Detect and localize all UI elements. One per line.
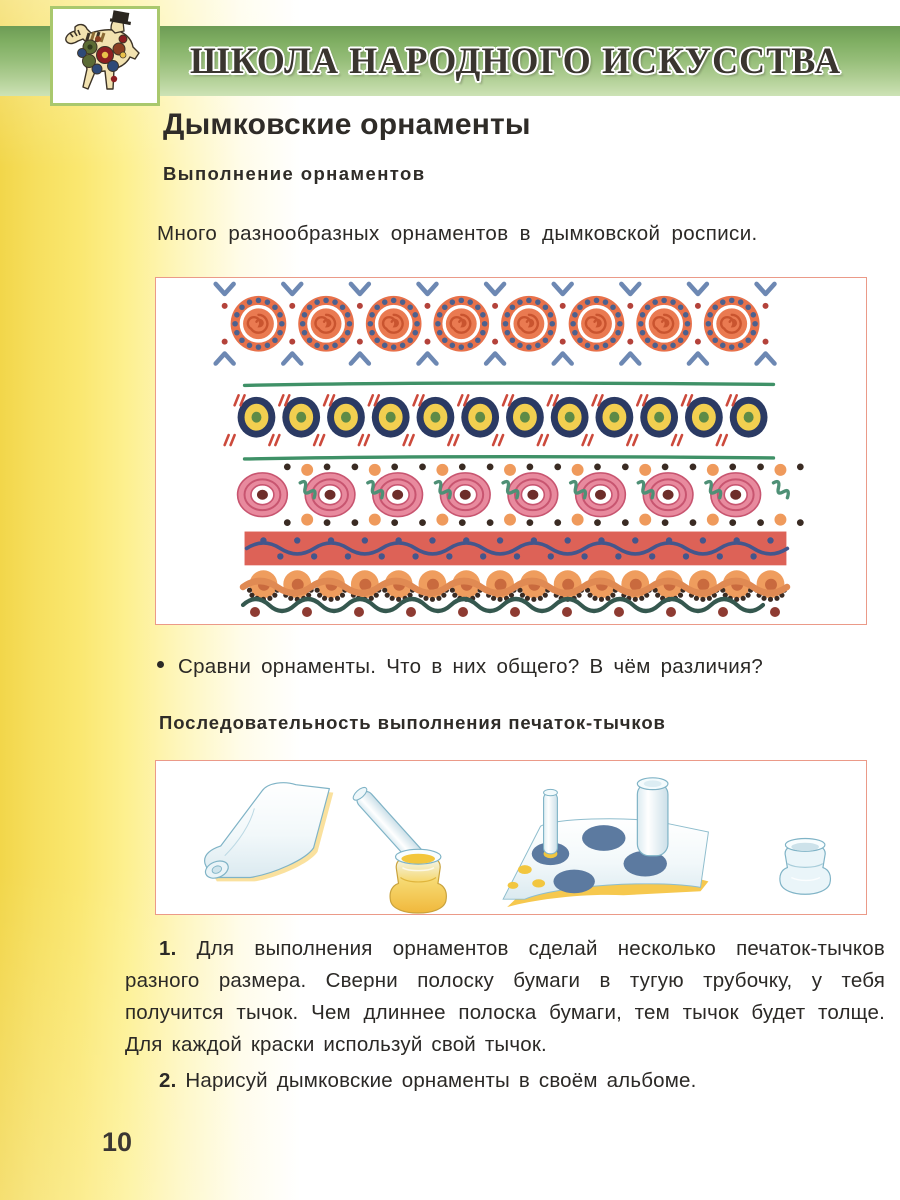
intro-paragraph: Много разнообразных орнаментов в дымковс… <box>157 222 758 245</box>
tools-illustration-panel <box>155 760 867 915</box>
page-number: 10 <box>102 1127 133 1157</box>
page-title: Дымковские орнаменты <box>163 108 531 141</box>
bullet-icon <box>157 661 164 668</box>
compare-question-text: Сравни орнаменты. Что в них общего? В чё… <box>178 655 764 678</box>
ornament-samples-panel <box>155 277 867 625</box>
ornament-wave-row <box>155 565 867 625</box>
step-2: 2. Нарисуй дымковские орнаменты в своём … <box>125 1065 885 1097</box>
step-2-number: 2. <box>159 1069 177 1092</box>
step-1-number: 1. <box>159 937 177 960</box>
compare-question: Сравни орнаменты. Что в них общего? В чё… <box>157 655 877 679</box>
instructions-block: 1. Для выполнения орнаментов сделай неск… <box>125 933 885 1101</box>
step-2-text: Нарисуй дымковские орнаменты в своём аль… <box>185 1069 697 1092</box>
step-1-text: Для выполнения орнаментов сделай несколь… <box>125 937 885 1056</box>
section-subtitle: Выполнение орнаментов <box>163 163 426 184</box>
step-1: 1. Для выполнения орнаментов сделай неск… <box>125 933 885 1061</box>
dymkovo-horse-icon <box>50 6 160 106</box>
sequence-heading: Последовательность выполнения печаток-ты… <box>159 712 666 733</box>
banner-title: ШКОЛА НАРОДНОГО ИСКУССТВА <box>190 41 842 82</box>
